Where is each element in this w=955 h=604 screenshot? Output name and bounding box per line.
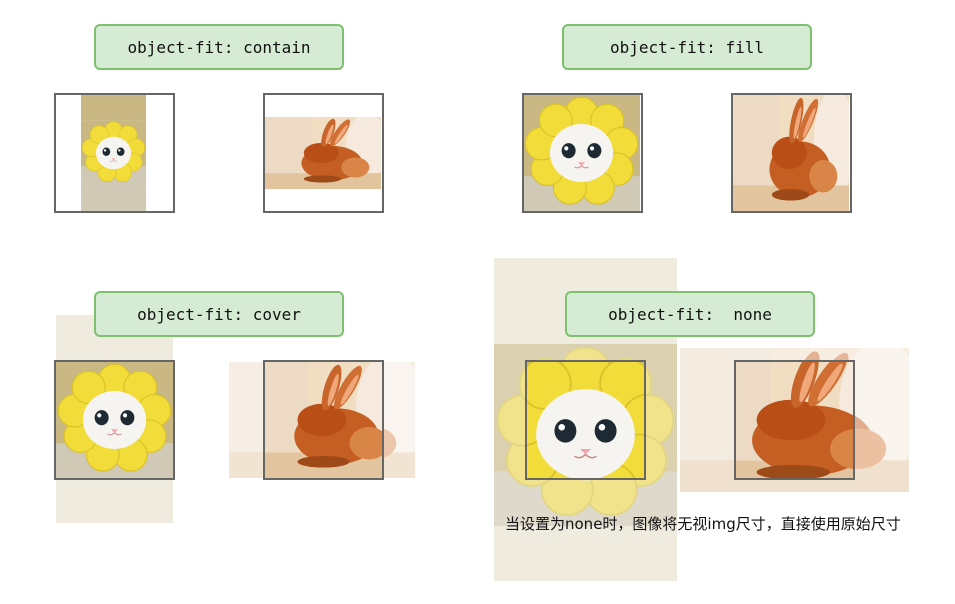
img-box-contain-rabbit [263,93,384,213]
cat-image-contain [81,95,146,211]
img-box-contain-cat [54,93,175,213]
label-contain: object-fit: contain [94,24,344,70]
label-fill: object-fit: fill [562,24,812,70]
img-box-none-rabbit [734,360,855,480]
img-box-cover-cat [54,360,175,480]
img-box-fill-cat [522,93,643,213]
img-box-cover-rabbit [263,360,384,480]
label-cover: object-fit: cover [94,291,344,337]
img-box-fill-rabbit [731,93,852,213]
none-explanation-note: 当设置为none时，图像将无视img尺寸，直接使用原始尺寸 [505,515,901,533]
img-box-none-cat [525,360,646,480]
label-none: object-fit: none [565,291,815,337]
